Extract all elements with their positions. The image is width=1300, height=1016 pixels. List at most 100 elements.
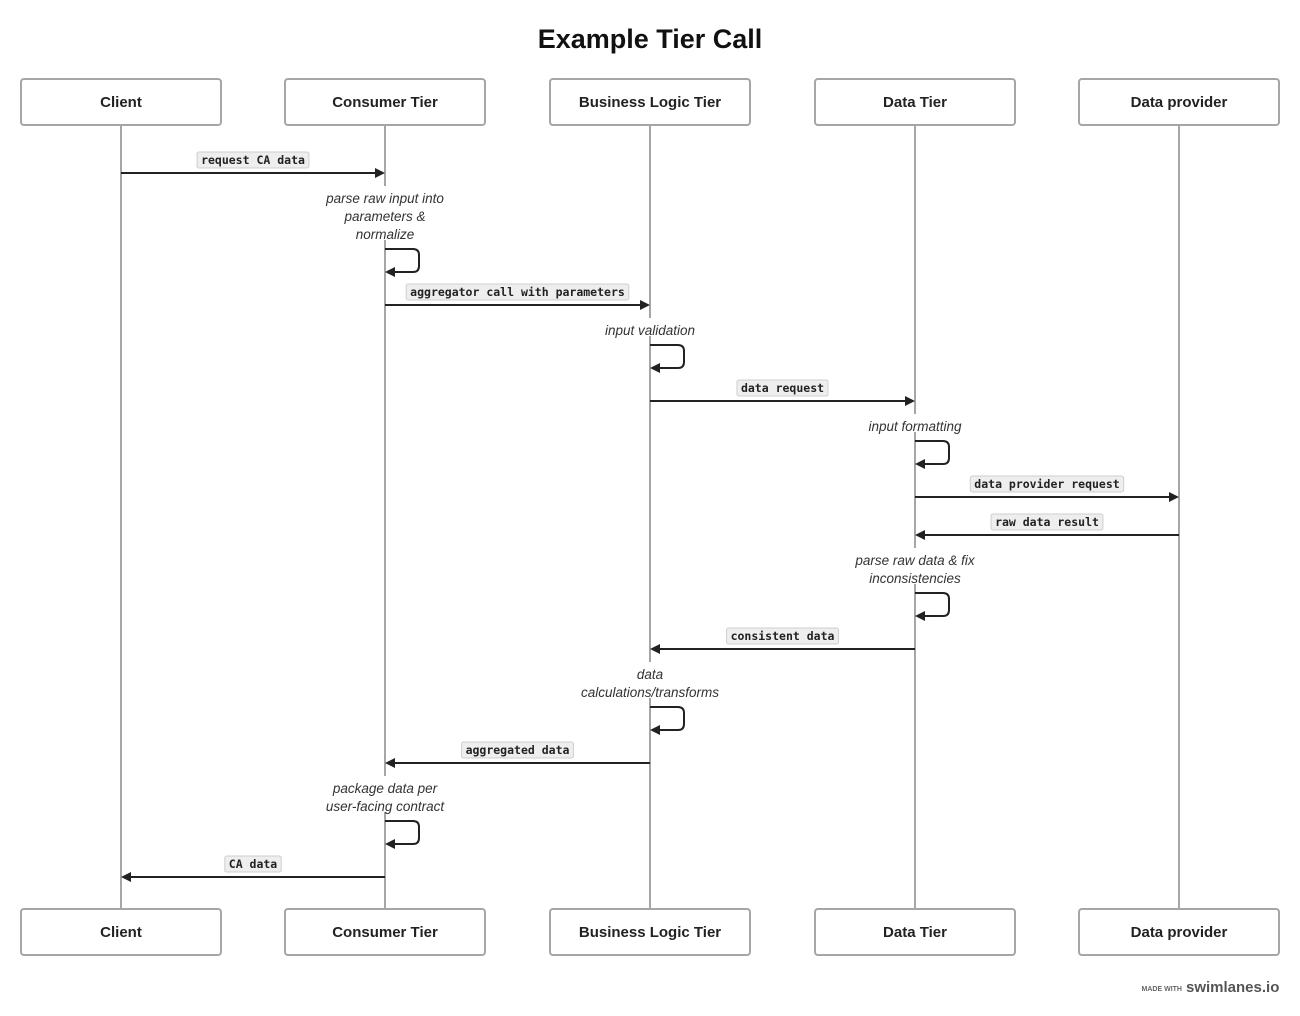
self-action-label: input formatting bbox=[868, 419, 962, 434]
message-label: data request bbox=[741, 381, 824, 395]
arrowhead-icon bbox=[915, 459, 925, 469]
actor-footers: Client Consumer Tier Business Logic Tier Da… bbox=[20, 908, 1280, 956]
actor-label: Data Tier bbox=[883, 94, 947, 111]
actor-box bbox=[1078, 908, 1280, 956]
self-action-label: inconsistencies bbox=[869, 571, 961, 586]
self-action-label: package data per bbox=[332, 781, 438, 796]
actor-header-business-logic-tier: Business Logic Tier bbox=[549, 78, 751, 126]
arrowhead-icon bbox=[915, 530, 925, 540]
arrowhead-icon bbox=[121, 872, 131, 882]
brand-label: swimlanes.io bbox=[1186, 979, 1279, 996]
message-label: aggregator call with parameters bbox=[410, 285, 625, 299]
diagram-title: Example Tier Call bbox=[538, 24, 763, 54]
actor-footer-client: Client bbox=[20, 908, 222, 956]
self-action-input-formatting: input formatting bbox=[868, 414, 962, 469]
message-label: CA data bbox=[229, 857, 278, 871]
arrowhead-icon bbox=[375, 168, 385, 178]
actor-label: Client bbox=[100, 924, 142, 941]
note-background bbox=[382, 776, 388, 812]
message-label: raw data result bbox=[995, 515, 1099, 529]
message-request-ca-data: request CA data bbox=[121, 151, 385, 178]
steps: request CA data parse raw input into param… bbox=[121, 151, 1179, 882]
actor-header-data-tier: Data Tier bbox=[814, 78, 1016, 126]
actor-label: Business Logic Tier bbox=[579, 94, 721, 111]
actor-box bbox=[549, 908, 751, 956]
actor-footer-consumer-tier: Consumer Tier bbox=[284, 908, 486, 956]
actor-box bbox=[284, 78, 486, 126]
message-label-background bbox=[990, 513, 1104, 531]
message-label-background bbox=[405, 283, 630, 301]
actor-label: Business Logic Tier bbox=[579, 924, 721, 941]
self-action-label: data bbox=[637, 667, 664, 682]
self-action-data-calculations-transforms: data calculations/transforms bbox=[581, 662, 719, 735]
actor-box bbox=[20, 78, 222, 126]
arrowhead-icon bbox=[915, 611, 925, 621]
actor-box bbox=[1078, 78, 1280, 126]
self-action-label: input validation bbox=[605, 323, 695, 338]
arrowhead-icon bbox=[650, 363, 660, 373]
made-with-footer: MADE WITH swimlanes.io bbox=[1142, 979, 1280, 996]
arrowhead-icon bbox=[1169, 492, 1179, 502]
actor-label: Consumer Tier bbox=[332, 924, 438, 941]
self-action-parse-raw-input-into-parameters-normalize: parse raw input into parameters & normaliz… bbox=[325, 186, 444, 277]
message-raw-data-result: raw data result bbox=[915, 513, 1179, 540]
actor-header-client: Client bbox=[20, 78, 222, 126]
self-loop-arrow bbox=[385, 820, 420, 845]
made-with-label: MADE WITH bbox=[1142, 986, 1182, 993]
arrowhead-icon bbox=[385, 267, 395, 277]
actor-headers: Client Consumer Tier Business Logic Tier Da… bbox=[20, 78, 1280, 126]
actor-label: Client bbox=[100, 94, 142, 111]
self-action-label: user-facing contract bbox=[326, 799, 446, 814]
actor-label: Data Tier bbox=[883, 924, 947, 941]
arrowhead-icon bbox=[650, 644, 660, 654]
actor-header-data-provider: Data provider bbox=[1078, 78, 1280, 126]
actor-box bbox=[284, 908, 486, 956]
actor-footer-business-logic-tier: Business Logic Tier bbox=[549, 908, 751, 956]
arrowhead-icon bbox=[650, 725, 660, 735]
message-label-background bbox=[461, 741, 574, 759]
message-data-provider-request: data provider request bbox=[915, 475, 1179, 502]
message-aggregator-call-with-parameters: aggregator call with parameters bbox=[385, 283, 650, 310]
message-label-background bbox=[196, 151, 310, 169]
arrowhead-icon bbox=[385, 839, 395, 849]
message-data-request: data request bbox=[650, 379, 915, 406]
message-label-background bbox=[224, 855, 282, 873]
arrowhead-icon bbox=[905, 396, 915, 406]
self-action-label: parse raw data & fix bbox=[854, 553, 976, 568]
message-label: consistent data bbox=[731, 629, 835, 643]
message-label: aggregated data bbox=[466, 743, 570, 757]
self-loop-arrow bbox=[915, 440, 950, 465]
message-aggregated-data: aggregated data bbox=[385, 741, 650, 768]
actor-label: Data provider bbox=[1131, 924, 1228, 941]
self-loop-arrow bbox=[915, 592, 950, 617]
actor-box bbox=[814, 908, 1016, 956]
self-action-label: parse raw input into bbox=[325, 191, 444, 206]
message-label: data provider request bbox=[974, 477, 1119, 491]
note-background bbox=[912, 414, 918, 432]
message-ca-data: CA data bbox=[121, 855, 385, 882]
arrowhead-icon bbox=[385, 758, 395, 768]
message-label-background bbox=[736, 379, 829, 397]
self-action-label: parameters & bbox=[343, 209, 425, 224]
actor-box bbox=[549, 78, 751, 126]
actor-box bbox=[20, 908, 222, 956]
actor-box bbox=[814, 78, 1016, 126]
self-action-package-data-per-user-facing-contract: package data per user-facing contract bbox=[326, 776, 446, 849]
message-label: request CA data bbox=[201, 153, 305, 167]
arrowhead-icon bbox=[640, 300, 650, 310]
note-background bbox=[647, 318, 653, 336]
self-action-label: calculations/transforms bbox=[581, 685, 719, 700]
note-background bbox=[647, 662, 653, 698]
note-background bbox=[912, 548, 918, 584]
self-action-label: normalize bbox=[356, 227, 415, 242]
actor-footer-data-tier: Data Tier bbox=[814, 908, 1016, 956]
actor-label: Data provider bbox=[1131, 94, 1228, 111]
actor-footer-data-provider: Data provider bbox=[1078, 908, 1280, 956]
note-background bbox=[382, 186, 388, 240]
message-label-background bbox=[726, 627, 839, 645]
message-consistent-data: consistent data bbox=[650, 627, 915, 654]
self-loop-arrow bbox=[385, 248, 420, 273]
actor-header-consumer-tier: Consumer Tier bbox=[284, 78, 486, 126]
self-action-parse-raw-data-fix-inconsistencies: parse raw data & fix inconsistencies bbox=[854, 548, 976, 621]
